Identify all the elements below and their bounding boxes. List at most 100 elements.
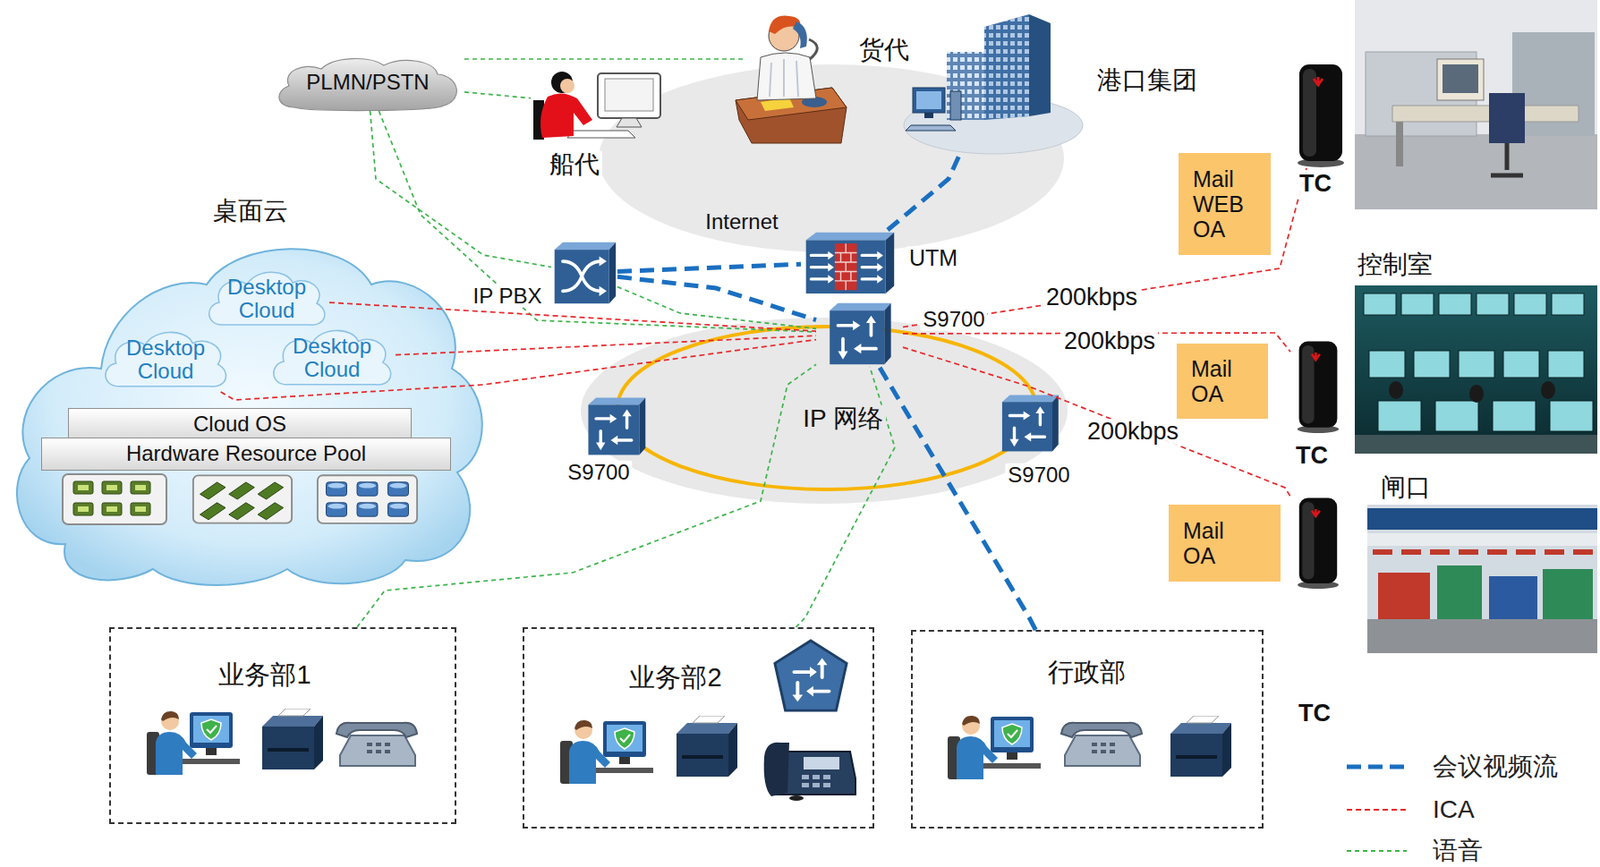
node-label: TC <box>1296 170 1335 198</box>
office-photo-part <box>1395 121 1404 167</box>
node-label: Mail OA <box>1182 518 1225 569</box>
control-room-photo-part-part <box>1458 350 1495 378</box>
gate-photo-part <box>1367 504 1598 654</box>
legend-text: 语音 <box>1429 837 1486 866</box>
office-photo-part <box>1442 64 1479 94</box>
thin-client-icon <box>1297 498 1339 590</box>
ell-outline-part <box>598 64 1064 253</box>
printer-icon <box>262 708 324 770</box>
node-label: 业务部2 <box>626 663 724 693</box>
gate-photo-part-part <box>1573 549 1593 555</box>
ship-agent-figure-part <box>597 73 661 119</box>
small-outline-part <box>209 272 325 325</box>
legend-samples-part <box>1346 808 1407 811</box>
department-box: 业务部1 <box>109 627 457 825</box>
control-room-photo-part <box>1363 293 1593 432</box>
control-room-photo-part-part <box>1476 293 1509 315</box>
connector <box>617 276 817 320</box>
cloud-shape: Desktop Cloud <box>268 325 396 391</box>
connector <box>464 92 531 99</box>
cloud-shape: Desktop Cloud <box>204 267 330 331</box>
legend-samples-part <box>1346 765 1407 770</box>
node-label: Hardware Resource Pool <box>126 442 366 466</box>
node-label: Desktop Cloud <box>227 275 307 324</box>
building-figure: 港口集团 <box>902 10 1082 154</box>
control-room-photo-part-part <box>1469 384 1484 403</box>
node-label: Desktop Cloud <box>292 334 372 383</box>
phone-icon <box>336 723 418 766</box>
port-group-building-part <box>950 91 962 120</box>
office-photo-part <box>1437 59 1484 101</box>
network-cloud: PLMN/PSTN <box>271 55 465 111</box>
small-outline-part <box>105 331 227 387</box>
gate-photo-part <box>1367 619 1598 654</box>
switch-icon <box>587 398 646 456</box>
node-label: 港口集团 <box>1094 67 1200 95</box>
node-label: IP 网络 <box>800 405 886 434</box>
control-room-photo <box>1354 285 1598 454</box>
layer-bar: Hardware Resource Pool <box>41 437 452 471</box>
control-room-photo-part-part <box>1503 350 1540 378</box>
legend-text: ICA <box>1429 796 1478 825</box>
legend-text: 会议视频流 <box>1429 753 1561 782</box>
node-label: Mail OA <box>1191 356 1233 407</box>
gate-photo-part-part <box>1429 549 1450 555</box>
agent-figure: 船代 <box>530 68 674 142</box>
port-group-building-part <box>984 14 1030 120</box>
control-room-photo-part <box>1354 285 1598 454</box>
node-label: UTM <box>906 246 961 272</box>
switch-icon <box>829 303 891 365</box>
control-room-photo-part <box>1354 434 1598 454</box>
control-room-photo-part-part <box>1551 293 1584 315</box>
port-group-building-part <box>1029 14 1051 117</box>
connector <box>357 364 817 628</box>
control-room-photo-part-part <box>1363 293 1396 315</box>
gate-photo-part <box>1372 549 1593 555</box>
node-label: Desktop Cloud <box>126 336 205 384</box>
connector <box>902 347 1291 497</box>
cloud-shape: Desktop Cloud <box>100 327 231 392</box>
small-outline-part <box>273 330 392 385</box>
gate-photo-part-part <box>1544 549 1565 555</box>
router-icon <box>774 640 847 711</box>
legend-samples-part <box>1346 850 1407 852</box>
ship-agent-figure-part <box>604 78 654 111</box>
office-photo-part <box>1354 134 1598 210</box>
node-label: S9700 <box>1004 463 1073 487</box>
plmn-outline-part <box>279 59 457 111</box>
edge-label: 200kbps <box>1061 328 1158 356</box>
control-room-photo-part-part <box>1549 400 1593 432</box>
ip-phone-icon <box>764 742 856 801</box>
gate-photo-part <box>1542 569 1593 620</box>
gate-photo-part-part <box>1401 549 1422 555</box>
node-label: PLMN/PSTN <box>303 70 432 94</box>
freight-forwarder-figure-part <box>757 52 817 101</box>
port-group-building-part <box>916 91 942 110</box>
storage-pool-icon <box>317 475 418 524</box>
thin-client-icon <box>1297 64 1345 168</box>
control-room-photo-part-part <box>1540 381 1556 400</box>
port-group-building-part <box>946 51 985 120</box>
legend-samples <box>1346 766 1407 852</box>
edge-label: 200kbps <box>1043 284 1141 312</box>
agent-figure: 货代 <box>731 10 847 145</box>
user-icon <box>947 715 1041 780</box>
control-room-photo-part-part <box>1548 350 1584 378</box>
thin-client-icon <box>1297 341 1339 435</box>
user-icon <box>146 711 240 775</box>
office-photo-part <box>1354 0 1598 210</box>
control-room-photo-part-part <box>1438 293 1472 315</box>
control-room-photo-part-part <box>1435 400 1479 432</box>
gate-photo-part <box>1437 565 1482 620</box>
user-icon <box>560 720 654 784</box>
control-room-photo-part-part <box>1492 400 1536 432</box>
connector <box>221 340 817 400</box>
connector <box>378 110 817 332</box>
node-label: Cloud OS <box>193 412 287 436</box>
port-group-building-part <box>924 112 934 119</box>
office-photo-part <box>1489 93 1525 144</box>
phone-icon <box>1061 723 1142 766</box>
firewall-device: UTM <box>800 229 898 295</box>
connector <box>879 366 1037 630</box>
